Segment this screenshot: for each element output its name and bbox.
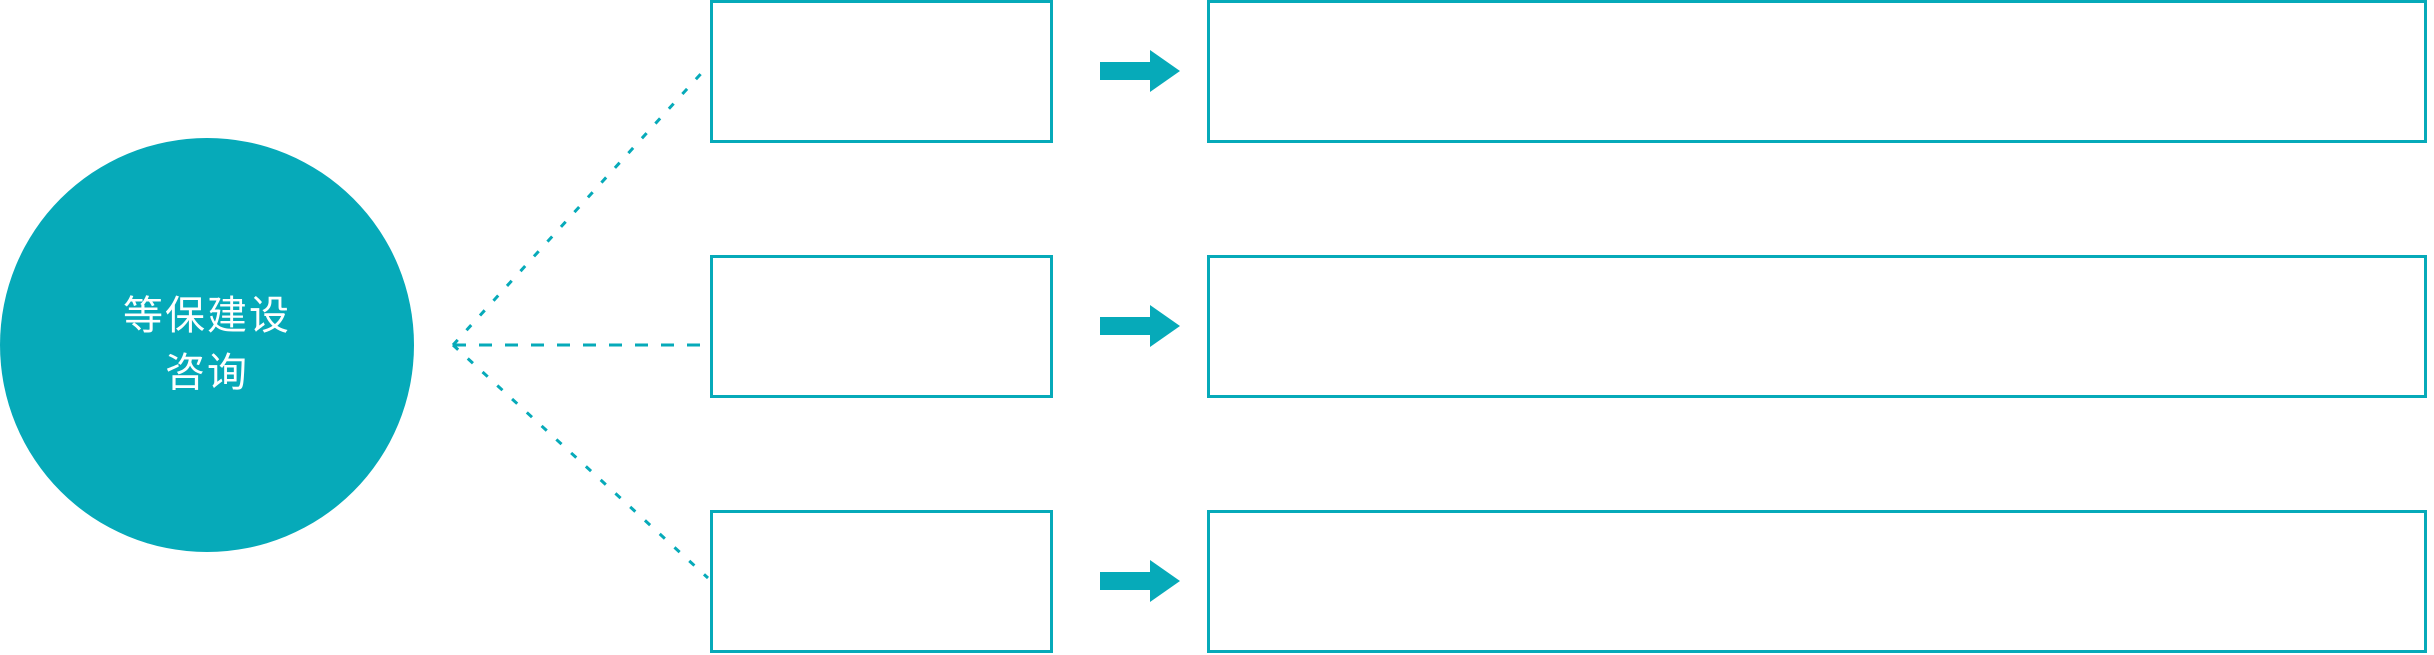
right-block-arrow-icon [1100,305,1180,347]
hub-circle-node[interactable]: 等保建设 咨询 [0,138,414,552]
branch-row [0,255,2434,398]
row-detail-box[interactable] [1207,255,2427,398]
row-title-box[interactable] [710,255,1053,398]
branch-row [0,510,2434,653]
row-detail-box[interactable] [1207,510,2427,653]
row-detail-box[interactable] [1207,0,2427,143]
right-block-arrow-icon [1100,560,1180,602]
row-title-box[interactable] [710,0,1053,143]
hub-label-line-2: 咨询 [165,351,249,395]
hub-label-line-1: 等保建设 [123,294,291,339]
row-title-box[interactable] [710,510,1053,653]
branch-row [0,0,2434,143]
right-block-arrow-icon [1100,50,1180,92]
